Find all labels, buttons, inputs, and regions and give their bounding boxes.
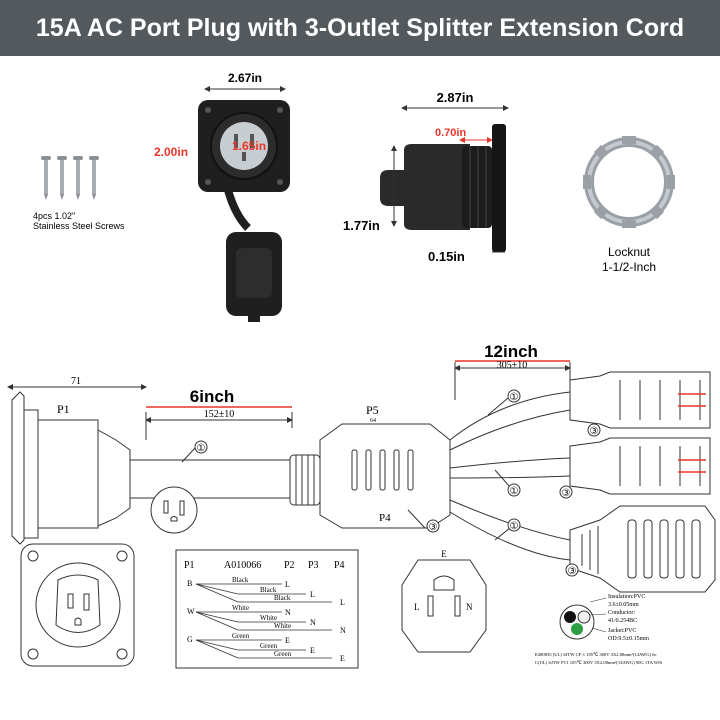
housing-diameter-dim: 1.77in xyxy=(343,218,380,233)
inlet-socket-face xyxy=(220,122,268,170)
p5-label: P5 xyxy=(366,403,379,417)
callout-3: ③ xyxy=(562,488,571,499)
dim-305-label: 305±10 xyxy=(497,360,528,371)
screws-qty-label: 4pcs 1.02" xyxy=(33,211,75,221)
screw-icon xyxy=(57,156,67,200)
callout-1: ① xyxy=(510,521,519,532)
locknut-group: Locknut 1-1/2-Inch xyxy=(583,136,675,274)
housing-side-view: 2.87in 0.70in 1.77in 0.15in xyxy=(343,90,509,264)
cable-print-spec-2: C(UL) SJTW FT1 105℃ 300V 3X2.08mm²(14AWG… xyxy=(535,660,663,665)
callout-3: ③ xyxy=(568,566,577,577)
wire-end: N xyxy=(310,618,316,627)
callout-1: ① xyxy=(197,443,206,454)
p4-label: P4 xyxy=(379,512,391,524)
wire-label: Green xyxy=(274,650,292,658)
title-banner xyxy=(0,0,720,56)
plug-face-round xyxy=(150,486,198,534)
screws-group: 4pcs 1.02" Stainless Steel Screws xyxy=(33,156,125,231)
locknut-label: Locknut xyxy=(608,245,651,259)
wiring-header-p1: P1 xyxy=(184,560,195,571)
inlet-inner-dim: 1.65in xyxy=(232,139,266,153)
outlet-1-body xyxy=(569,371,711,429)
dim-152-label: 152±10 xyxy=(204,409,235,420)
inlet-height-dim: 2.00in xyxy=(154,145,188,159)
dim-71-label: 71 xyxy=(71,376,81,387)
wire-end: L xyxy=(310,590,315,599)
length-6inch-label: 6inch xyxy=(190,387,234,406)
p5-splitter-body xyxy=(319,423,451,529)
outlet-2-body xyxy=(569,437,711,495)
screw-icon xyxy=(73,156,83,200)
wire-label: Black xyxy=(260,586,277,594)
housing-flange xyxy=(492,124,506,252)
wire-label: Green xyxy=(260,642,278,650)
outlet-face-drawing: E L N xyxy=(401,549,487,653)
wire-label: White xyxy=(260,614,277,622)
wiring-header-model: A010066 xyxy=(224,560,261,571)
wire-end: E xyxy=(285,636,290,645)
length-12inch-label: 12inch xyxy=(484,342,538,361)
locknut-size-label: 1-1/2-Inch xyxy=(602,260,656,274)
cable-conductor: Conductor: xyxy=(608,610,635,616)
wiring-left-b: B xyxy=(187,579,192,588)
wire-end: E xyxy=(340,654,345,663)
cable-conductor-spec: 41/0.254BC xyxy=(608,618,637,624)
wiring-header-p3: P3 xyxy=(308,560,319,571)
p5-strain-relief xyxy=(289,454,321,506)
inlet-face-drawing xyxy=(20,543,135,667)
inlet-front-view: 2.67in 1.65in 2.00in xyxy=(154,71,290,322)
page-title: 15A AC Port Plug with 3-Outlet Splitter … xyxy=(35,14,685,42)
cable-print-spec-1: E480835 (UL) SJTW CF-1 105℃ 300V 3X2.08m… xyxy=(535,652,657,657)
wire-end: L xyxy=(285,580,290,589)
p1-inlet-outline xyxy=(11,391,25,545)
wire-end: N xyxy=(285,608,291,617)
housing-body xyxy=(380,144,470,230)
callout-3: ③ xyxy=(590,426,599,437)
callouts: ① ① ① ① ③ ③ ③ ③ xyxy=(194,389,601,577)
callout-1: ① xyxy=(510,392,519,403)
wiring-left-w: W xyxy=(187,607,195,616)
outlet-3-body xyxy=(569,505,716,593)
cable-jacket-od: OD:9.5±0.15mm xyxy=(608,636,649,642)
cable-cross-section: Insulation:PVC 3.6±0.05mm Conductor: 41/… xyxy=(535,594,663,665)
wire-label: Black xyxy=(232,576,249,584)
p5-sub-label: 64 xyxy=(370,418,376,424)
flange-depth-dim: 0.70in xyxy=(435,127,466,139)
outlet-e-label: E xyxy=(441,549,447,559)
p1-label: P1 xyxy=(57,402,70,416)
flange-thickness-dim: 0.15in xyxy=(428,249,465,264)
callout-3: ③ xyxy=(429,522,438,533)
screw-icon xyxy=(89,156,99,200)
wire-end: N xyxy=(340,626,346,635)
wire-label: White xyxy=(274,622,291,630)
outlet-l-label: L xyxy=(414,602,420,612)
outlet-n-label: N xyxy=(466,602,473,612)
callout-1: ① xyxy=(510,486,519,497)
wire-label: Green xyxy=(232,632,250,640)
wiring-header-p2: P2 xyxy=(284,560,295,571)
wire-label: Black xyxy=(274,594,291,602)
wiring-table: P1 A010066 P2 P3 P4 B W G Black Black Bl… xyxy=(175,549,359,669)
wiring-left-g: G xyxy=(187,635,193,644)
inlet-width-dim: 2.67in xyxy=(228,71,262,85)
cord-drawing xyxy=(7,360,716,593)
wire-end: L xyxy=(340,598,345,607)
wiring-header-p4: P4 xyxy=(334,560,345,571)
screw-icon xyxy=(41,156,51,200)
screws-type-label: Stainless Steel Screws xyxy=(33,221,125,231)
cable-insulation: Insulation:PVC xyxy=(608,594,645,600)
wire-end: E xyxy=(310,646,315,655)
wire-label: White xyxy=(232,604,249,612)
cable-jacket: Jacket:PVC xyxy=(608,628,636,634)
cable-insulation-size: 3.6±0.05mm xyxy=(608,602,639,608)
housing-length-dim: 2.87in xyxy=(437,90,474,105)
